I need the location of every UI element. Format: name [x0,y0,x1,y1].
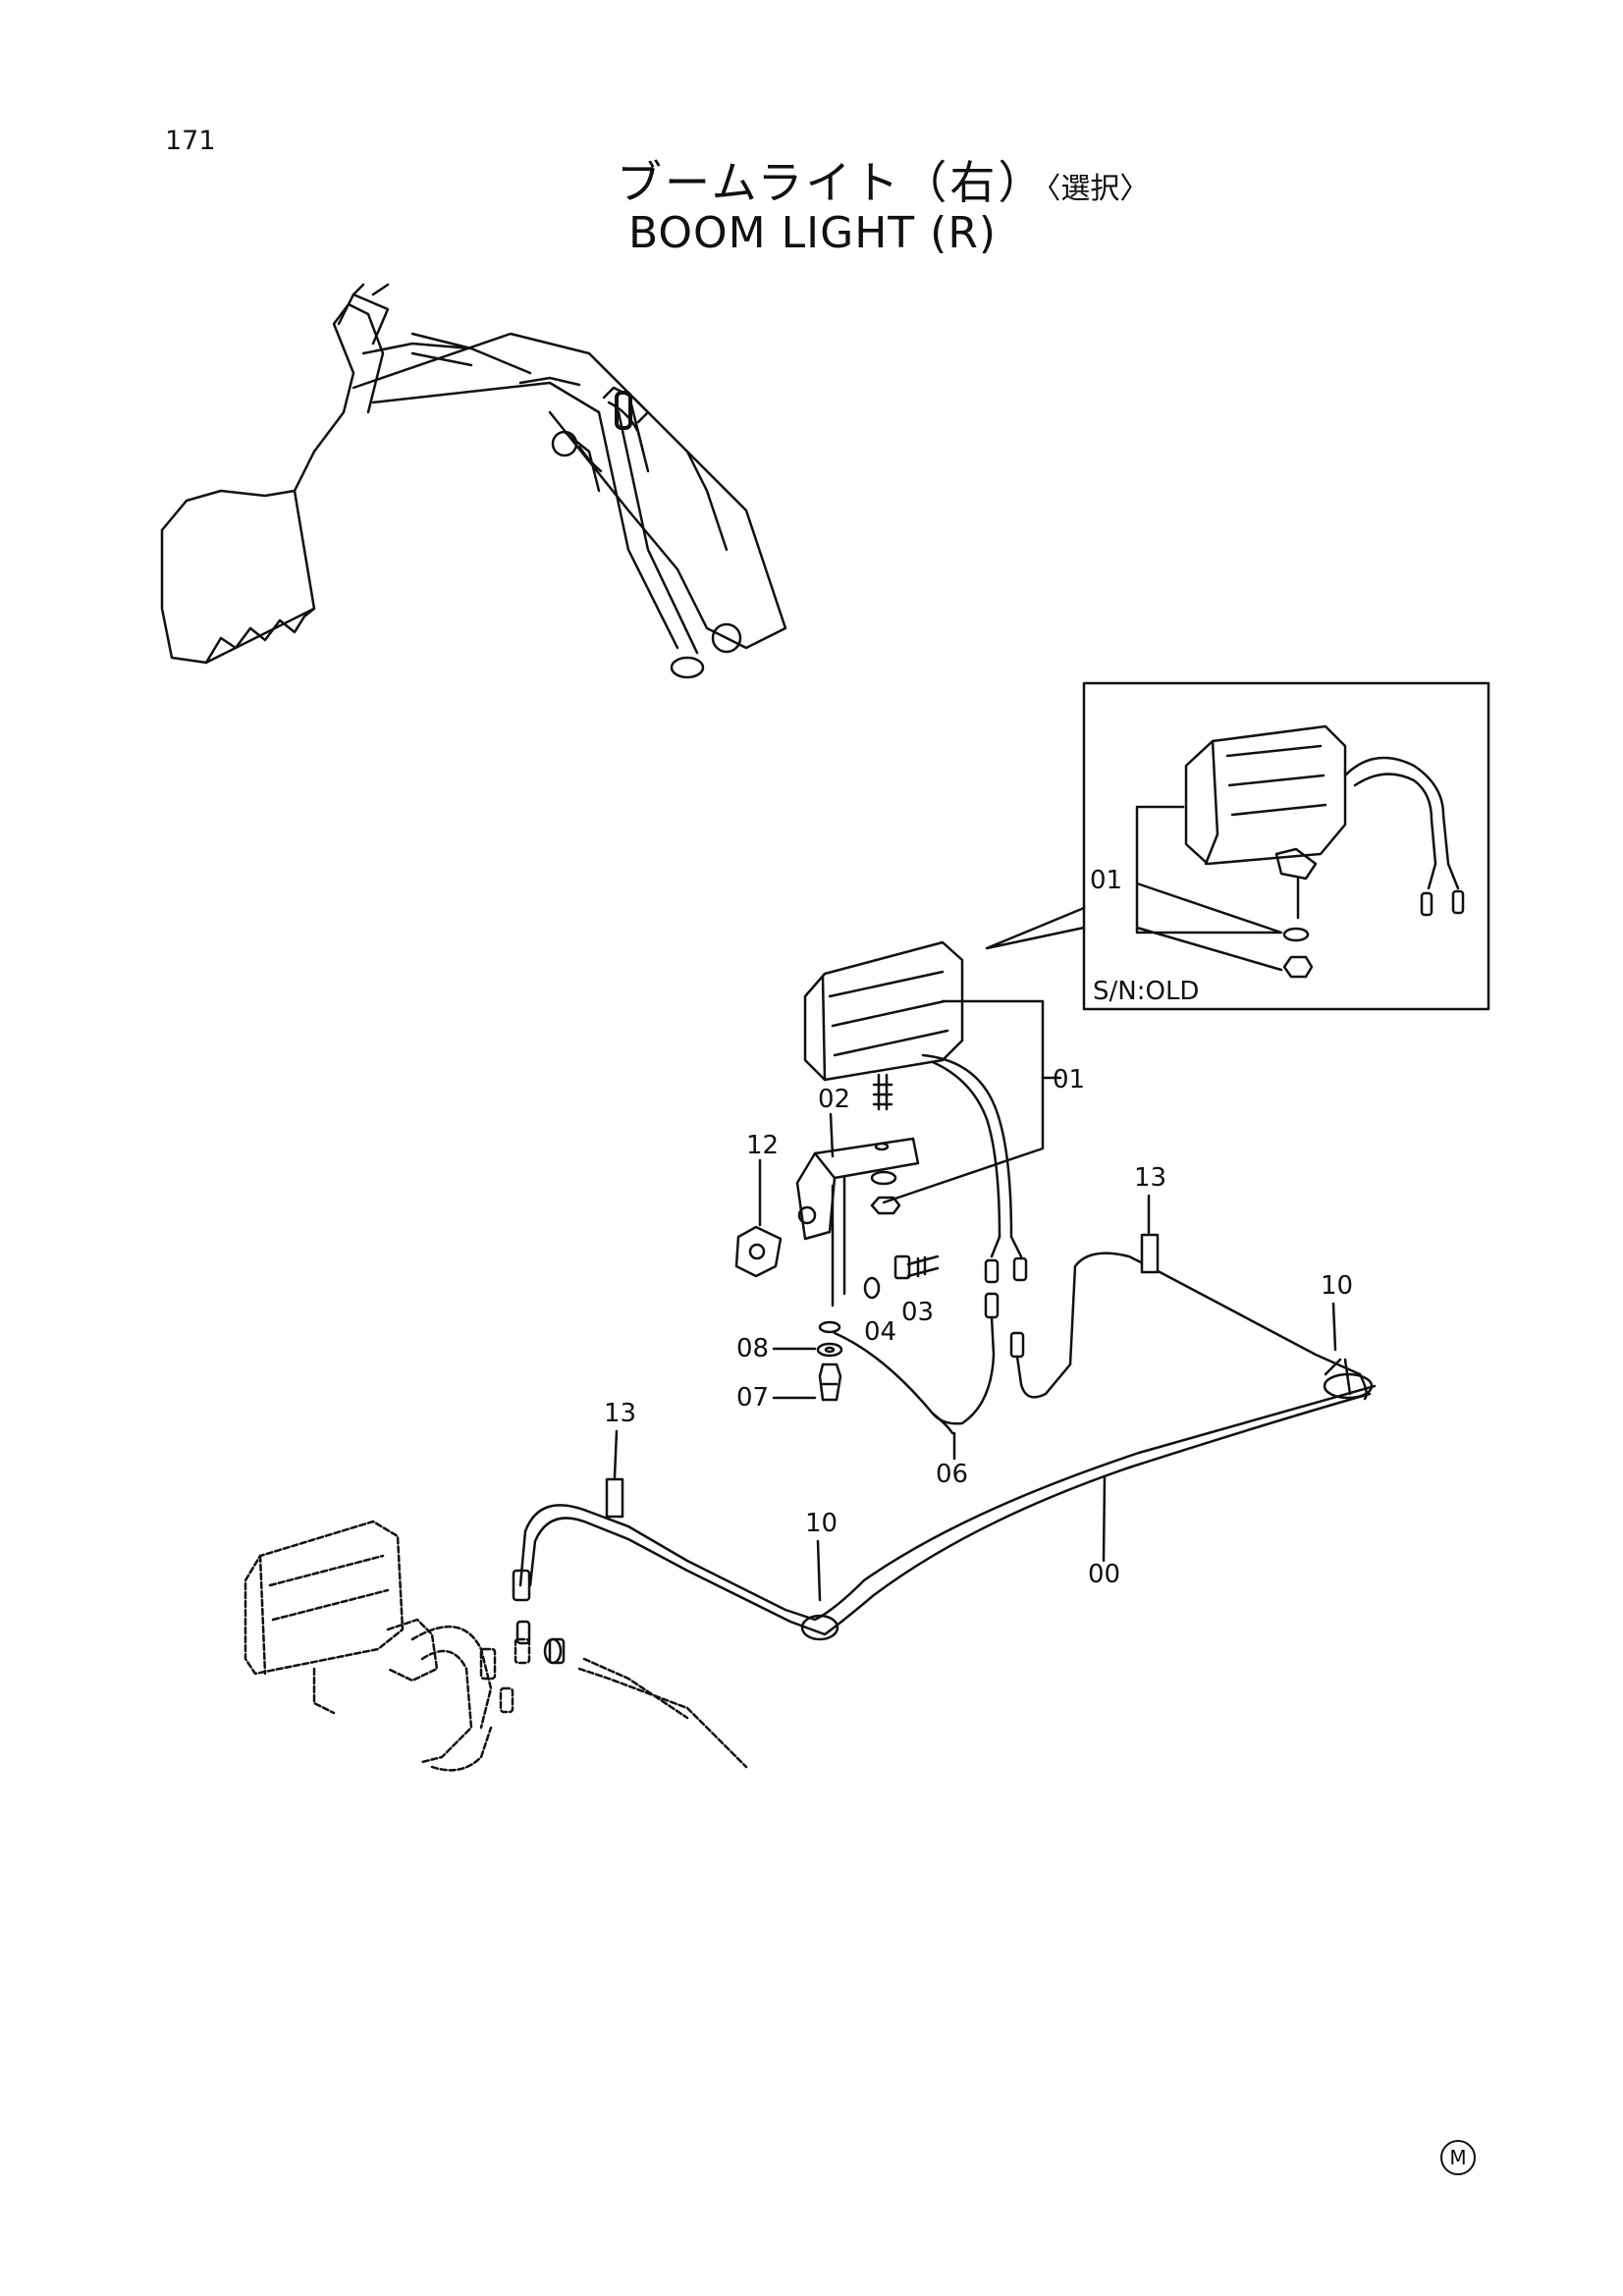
excavator-boom-overview [160,283,787,679]
title-japanese: ブームライト（右）〈選択〉 [617,147,1149,212]
callout-08: 08 [736,1334,769,1363]
wire-harness: 00 10 13 10 13 [512,1163,1377,1665]
callout-01-inset: 01 [1090,866,1122,895]
callout-03: 03 [901,1298,934,1327]
inset-old-serial: 01 S/N:OLD [985,681,1490,1011]
title-english: BOOM LIGHT (R) [628,208,998,258]
left-lamp-reference [243,1520,748,1772]
inset-label: S/N:OLD [1093,977,1199,1006]
callout-04: 04 [864,1317,896,1347]
manufacturer-mark: M [1440,2140,1476,2175]
callout-10-left: 10 [805,1509,838,1538]
lamp-assembly: 01 [803,940,1362,1425]
callout-13-right: 13 [1134,1163,1166,1193]
callout-01: 01 [1053,1065,1085,1095]
page-number: 171 [165,126,216,156]
callout-02: 02 [818,1085,850,1114]
callout-10-right: 10 [1321,1271,1353,1301]
title-jp-main: ブームライト（右） [617,156,1047,209]
callout-07: 07 [736,1383,769,1413]
callout-00: 00 [1088,1560,1120,1589]
callout-13-left: 13 [604,1399,636,1428]
title-jp-suffix: 〈選択〉 [1046,172,1150,206]
bracket-hardware: 02 12 03 04 08 07 06 [734,1085,968,1489]
callout-06: 06 [936,1460,968,1489]
callout-12: 12 [746,1131,779,1160]
